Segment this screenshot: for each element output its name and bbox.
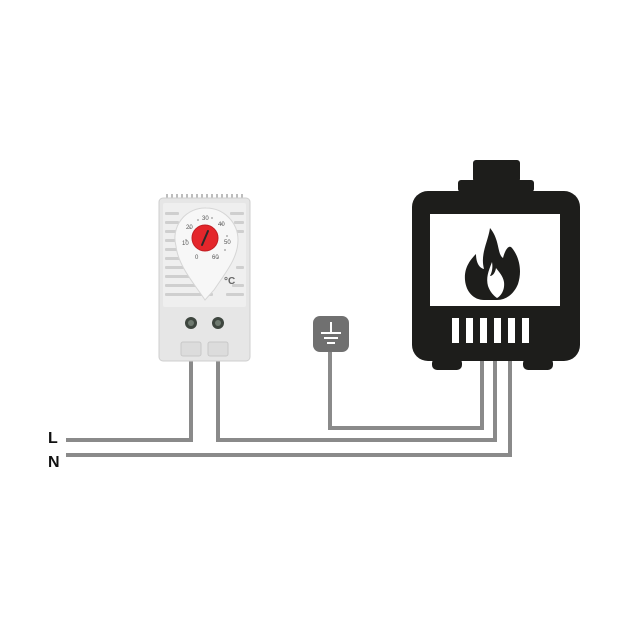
thermostat-bottom-clamps (180, 341, 229, 357)
thermostat-dial-ticks (185, 217, 228, 259)
line-label-l: L (48, 430, 58, 447)
wires (66, 352, 512, 457)
thermostat-terminals (185, 317, 224, 329)
thermostat-knob-pointer (201, 230, 209, 246)
wire-ground-to-boiler (328, 352, 484, 430)
wire-n-to-boiler (66, 357, 512, 457)
flame-icon (464, 228, 520, 300)
dial-scale-50: 50 (224, 240, 231, 246)
wire-l-to-thermostat (66, 352, 193, 442)
dial-scale-10: 10 (182, 241, 189, 247)
dial-scale-30: 30 (202, 216, 209, 222)
thermostat: 10 20 30 40 50 60 0 °C (158, 194, 251, 362)
wire-thermostat-to-boiler (216, 352, 497, 442)
boiler-grille (452, 318, 529, 343)
boiler-top-cap (473, 160, 520, 182)
ground-symbol-icon (313, 316, 349, 352)
dial-scale-20: 20 (186, 225, 193, 231)
thermostat-unit-label: °C (224, 276, 235, 287)
dial-scale-40: 40 (218, 222, 225, 228)
boiler-icon (412, 160, 580, 370)
thermostat-top-vents (166, 194, 243, 199)
line-label-n: N (48, 454, 60, 471)
boiler-top-collar (458, 180, 534, 192)
dial-scale-0: 0 (195, 255, 199, 261)
thermostat-dial-plate (174, 207, 239, 301)
dial-scale-60: 60 (212, 255, 219, 261)
